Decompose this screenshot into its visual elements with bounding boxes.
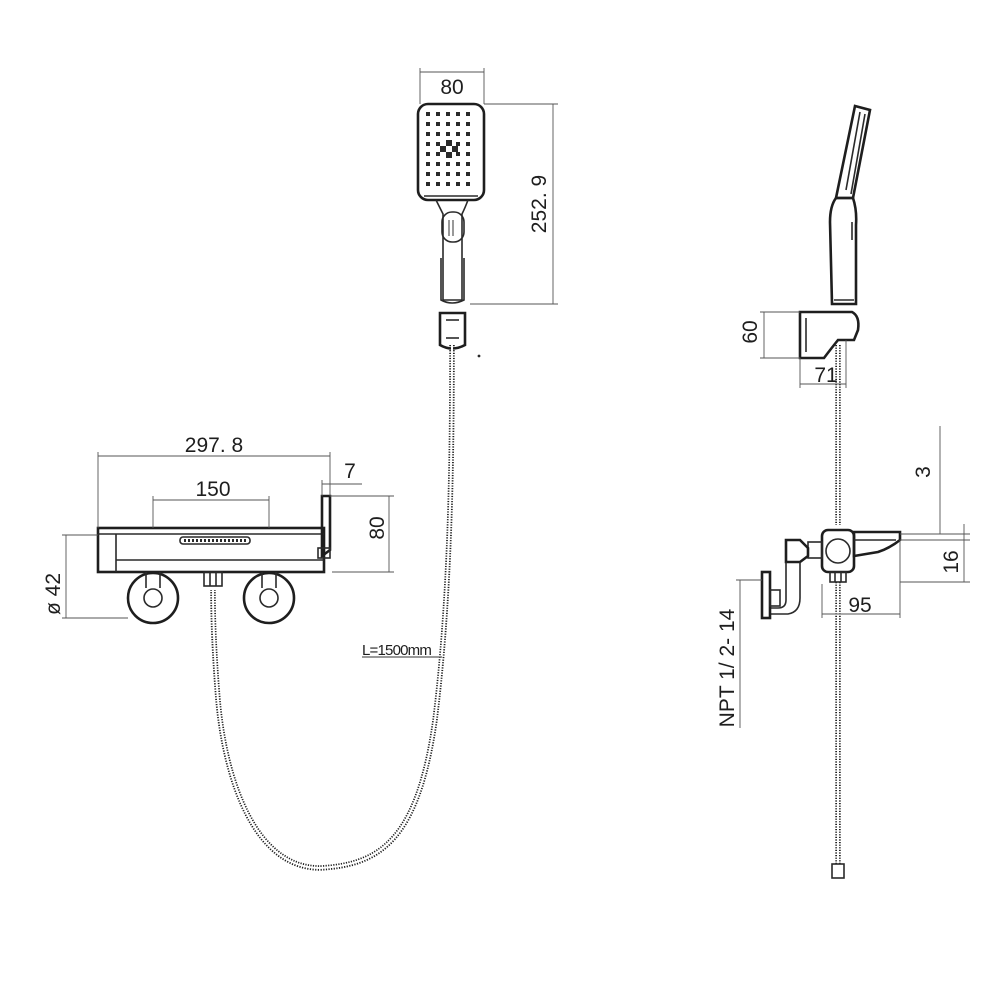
front-view [62, 68, 558, 871]
side-mixer-body [760, 528, 902, 620]
shower-head [416, 102, 486, 304]
side-view [736, 104, 970, 879]
label-head-height: 252. 9 [528, 175, 551, 233]
mixer-body [96, 494, 332, 574]
label-top-offset: 3 [912, 466, 935, 478]
label-holder-depth: 71 [814, 364, 837, 387]
side-dimension-lines [736, 311, 970, 728]
label-handle-offset: 7 [344, 460, 356, 483]
label-body-depth: 95 [848, 594, 871, 617]
side-shower-head [828, 104, 872, 306]
shower-holder [438, 311, 481, 358]
escutcheons [126, 571, 296, 625]
label-hose-length: L=1500mm [362, 642, 431, 659]
label-body-length: 297. 8 [185, 434, 243, 457]
label-holder-height: 60 [739, 320, 762, 343]
side-shower-holder [798, 310, 860, 360]
shower-hose [210, 344, 455, 871]
front-dimension-lines [62, 68, 558, 619]
label-body-height: 80 [366, 516, 389, 539]
dimension-labels: 80 252. 9 297. 8 7 150 80 ø 42 L=1500mm … [42, 76, 963, 727]
label-head-width: 80 [440, 76, 463, 99]
label-spout-height: 16 [940, 550, 963, 573]
side-hose [831, 345, 845, 879]
hose-connector [203, 571, 223, 587]
label-thread-spec: NPT 1/ 2- 14 [716, 608, 739, 727]
nozzle-grid [426, 112, 470, 186]
label-escutcheon-diameter: ø 42 [42, 573, 65, 615]
label-inlet-spacing: 150 [195, 478, 230, 501]
